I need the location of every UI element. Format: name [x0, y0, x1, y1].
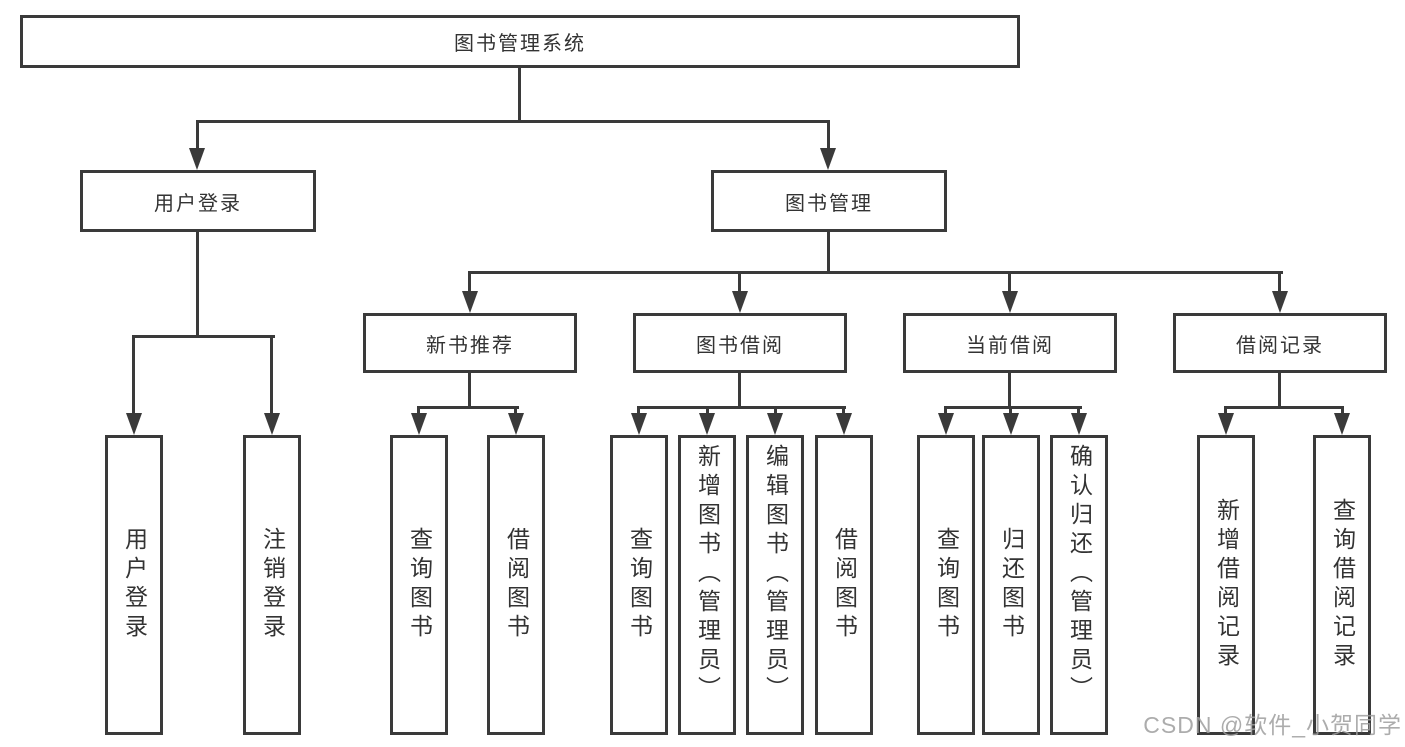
connector-v — [842, 406, 845, 418]
arrow-down-icon — [1272, 291, 1288, 313]
leaf-bb-borrow-book-label: 借阅图书 — [831, 527, 858, 643]
connector-v — [196, 120, 199, 152]
node-book-management: 图书管理 — [711, 170, 947, 232]
node-book-management-label: 图书管理 — [785, 192, 873, 215]
arrow-down-icon — [508, 413, 524, 435]
leaf-nb-borrow-book: 借阅图书 — [487, 435, 545, 735]
arrow-down-icon — [189, 148, 205, 170]
connector-v — [738, 271, 741, 295]
node-user-login-label: 用户登录 — [154, 192, 242, 215]
node-borrow-record: 借阅记录 — [1173, 313, 1387, 373]
arrow-down-icon — [1218, 413, 1234, 435]
connector-v — [196, 230, 199, 338]
connector-v — [944, 406, 947, 418]
connector-v — [468, 271, 471, 295]
connector-v — [270, 335, 273, 417]
arrow-down-icon — [732, 291, 748, 313]
connector-v — [1009, 406, 1012, 418]
connector-v — [417, 406, 420, 418]
node-current-borrow-label: 当前借阅 — [966, 334, 1054, 357]
connector-h — [417, 406, 519, 409]
connector-h — [944, 406, 1082, 409]
connector-v — [1278, 271, 1281, 295]
leaf-bb-add-book-admin-label: 新增图书（管理员） — [694, 444, 721, 705]
node-new-book-recommend-label: 新书推荐 — [426, 334, 514, 357]
leaf-cb-confirm-return-admin-label: 确认归还（管理员） — [1066, 444, 1093, 705]
connector-h — [133, 335, 275, 338]
connector-h — [196, 120, 830, 123]
arrow-down-icon — [264, 413, 280, 435]
arrow-down-icon — [411, 413, 427, 435]
connector-v — [468, 371, 471, 409]
arrow-down-icon — [938, 413, 954, 435]
leaf-br-add-record: 新增借阅记录 — [1197, 435, 1255, 735]
leaf-bb-edit-book-admin: 编辑图书（管理员） — [746, 435, 804, 735]
arrow-down-icon — [1071, 413, 1087, 435]
arrow-down-icon — [699, 413, 715, 435]
leaf-nb-borrow-book-label: 借阅图书 — [503, 527, 530, 643]
connector-v — [1224, 406, 1227, 418]
arrow-down-icon — [1003, 413, 1019, 435]
node-book-borrow: 图书借阅 — [633, 313, 847, 373]
connector-h — [637, 406, 846, 409]
node-root: 图书管理系统 — [20, 15, 1020, 68]
node-current-borrow: 当前借阅 — [903, 313, 1117, 373]
arrow-down-icon — [1334, 413, 1350, 435]
node-user-login: 用户登录 — [80, 170, 316, 232]
leaf-user-login: 用户登录 — [105, 435, 163, 735]
connector-v — [706, 406, 709, 418]
leaf-nb-query-book-label: 查询图书 — [406, 527, 433, 643]
arrow-down-icon — [462, 291, 478, 313]
connector-h — [1224, 406, 1344, 409]
leaf-logout-label: 注销登录 — [259, 527, 286, 643]
node-root-label: 图书管理系统 — [454, 33, 586, 55]
node-book-borrow-label: 图书借阅 — [696, 334, 784, 357]
node-new-book-recommend: 新书推荐 — [363, 313, 577, 373]
arrow-down-icon — [820, 148, 836, 170]
leaf-cb-confirm-return-admin: 确认归还（管理员） — [1050, 435, 1108, 735]
arrow-down-icon — [126, 413, 142, 435]
connector-v — [1341, 406, 1344, 418]
leaf-bb-query-book-label: 查询图书 — [626, 527, 653, 643]
leaf-user-login-label: 用户登录 — [121, 527, 148, 643]
arrow-down-icon — [631, 413, 647, 435]
connector-v — [1077, 406, 1080, 418]
csdn-watermark: CSDN @软件_小贺同学 — [1143, 712, 1402, 738]
connector-v — [132, 335, 135, 417]
node-borrow-record-label: 借阅记录 — [1236, 334, 1324, 357]
leaf-br-query-record-label: 查询借阅记录 — [1329, 498, 1356, 672]
connector-v — [518, 66, 521, 123]
connector-v — [827, 120, 830, 152]
leaf-cb-query-book-label: 查询图书 — [933, 527, 960, 643]
leaf-nb-query-book: 查询图书 — [390, 435, 448, 735]
arrow-down-icon — [1002, 291, 1018, 313]
connector-v — [1008, 271, 1011, 295]
connector-v — [827, 230, 830, 274]
connector-v — [1008, 371, 1011, 409]
leaf-br-query-record: 查询借阅记录 — [1313, 435, 1371, 735]
leaf-logout: 注销登录 — [243, 435, 301, 735]
leaf-bb-query-book: 查询图书 — [610, 435, 668, 735]
connector-v — [738, 371, 741, 409]
leaf-bb-borrow-book: 借阅图书 — [815, 435, 873, 735]
leaf-bb-add-book-admin: 新增图书（管理员） — [678, 435, 736, 735]
connector-v — [637, 406, 640, 418]
connector-v — [1278, 371, 1281, 409]
leaf-br-add-record-label: 新增借阅记录 — [1213, 498, 1240, 672]
leaf-cb-query-book: 查询图书 — [917, 435, 975, 735]
connector-h — [468, 271, 1283, 274]
connector-v — [774, 406, 777, 418]
connector-v — [514, 406, 517, 418]
leaf-cb-return-book: 归还图书 — [982, 435, 1040, 735]
leaf-cb-return-book-label: 归还图书 — [998, 527, 1025, 643]
arrow-down-icon — [767, 413, 783, 435]
leaf-bb-edit-book-admin-label: 编辑图书（管理员） — [762, 444, 789, 705]
arrow-down-icon — [836, 413, 852, 435]
